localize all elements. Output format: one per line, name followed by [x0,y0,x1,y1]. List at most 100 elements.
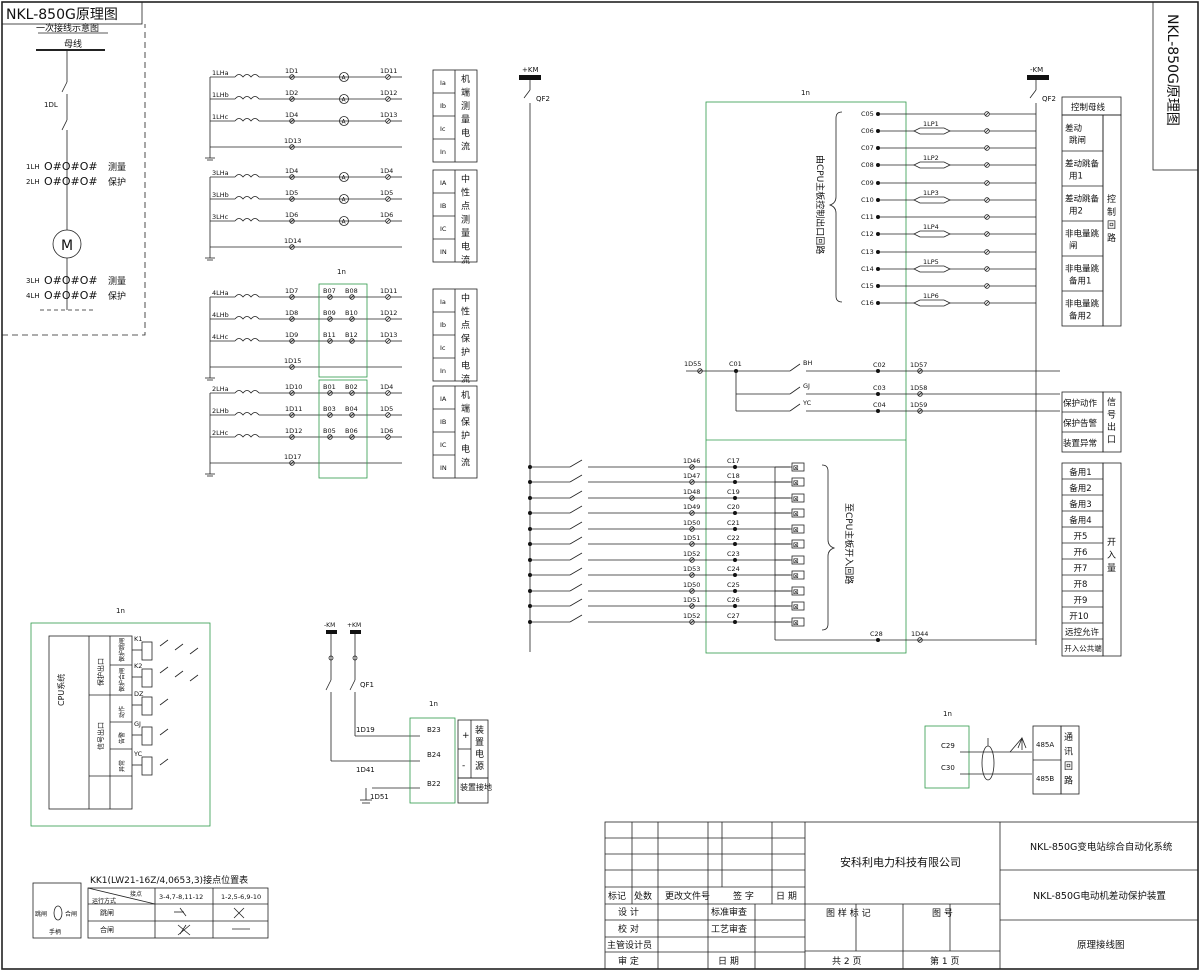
cpu-item-action: 动作 [118,706,126,718]
control-item: 跳闸 [1069,135,1086,146]
output-terminal: C11 [861,213,874,221]
ct-out: 1D6 [380,211,393,219]
terminal-slash [985,163,989,167]
ct-out: 1D5 [380,405,393,413]
device-power: -KM +KM QF1 1D19 1D41 1D51 1n B23 B24 B2… [324,622,492,804]
control-item: 差动跳备 [1065,194,1100,205]
comm-label-char: 讯 [1064,747,1073,758]
power-label-char: 装 [475,724,484,736]
terminal-slash [985,198,989,202]
kk-row-close: 合闸 [100,925,114,934]
input-contact [569,459,583,468]
terminal-slash [918,409,922,413]
ammeter-glyph: A [342,75,347,82]
module-pin: B08 [345,287,358,295]
ct-terminal: 1D1 [285,67,298,75]
ct-role-measure-top: 测量 [108,162,126,173]
input-group-frame [1102,462,1122,657]
input-group-char: 开 [1107,537,1116,548]
breaker-label: 1DL [44,101,58,109]
terminal-slash [985,267,989,271]
ct-input: 4LHa [212,289,229,297]
output-node [876,181,880,185]
plate-label: 1LP6 [923,292,939,300]
optocoupler-glyph: ⊠ [793,526,799,534]
ct-out: 1D13 [380,331,397,339]
optocoupler-glyph: ⊠ [793,541,799,549]
signal-group-char: 出 [1107,421,1116,433]
cpu-item-alarm: 告警 [118,732,126,744]
terminal-slash [985,232,989,236]
terminal-slash [386,219,390,223]
current-channel: Ic [440,125,446,133]
optocoupler-glyph: ⊠ [793,619,799,627]
relay-contact [189,674,199,682]
input-group: 开入量 [1107,537,1116,574]
ct-input: 3LHa [212,169,229,177]
input-group-char: 入 [1107,550,1116,561]
terminal-slash [985,284,989,288]
module-b-upper [318,283,368,378]
input-node [733,527,737,531]
cpu-relay-label: K2 [134,662,142,670]
ct-terminal: 1D9 [285,331,298,339]
input-contact [569,598,583,607]
input-terminal: 1D49 [683,503,700,511]
terminal-slash [328,295,332,299]
input-terminal: 1D46 [683,457,700,465]
output-node [876,146,880,150]
title-block: 安科利电力科技有限公司 NKL-850G变电站综合自动化系统 NKL-850G电… [604,821,1199,970]
ct-coil [234,412,260,416]
ammeter-glyph: A [342,197,347,204]
signal-terminal: C03 [873,384,886,392]
input-item: 开6 [1074,548,1088,558]
terminal-slash [386,339,390,343]
control-group-frame [1102,114,1122,327]
motor-label: M [61,238,73,254]
output-terminal: C05 [861,110,874,118]
comm-pin-1: C29 [941,742,955,750]
terminal-slash [690,573,694,577]
power-label-char: 电 [475,748,484,760]
signal-common: C01 [729,360,742,368]
ct-role-protect-top: 保护 [108,176,126,188]
terminal-slash [386,75,390,79]
terminal-slash [985,250,989,254]
terminal-symbol [327,390,333,396]
current-table-label-char: 机 [461,389,470,401]
input-group-char: 量 [1107,563,1116,574]
signal-group-char: 口 [1107,436,1116,446]
terminal-symbol [689,572,695,578]
review-date: 日 期 [718,956,739,967]
terminal-slash [290,145,294,149]
relay-coil [141,756,153,776]
control-item: 用1 [1069,172,1083,182]
terminal-slash [386,435,390,439]
power-term-1: 1D19 [356,726,375,734]
sheet-mark: 图 样 标 记 [826,907,871,919]
current-table-label-char: 护 [461,430,470,442]
current-table-label-char: 流 [461,254,470,266]
role-approve: 审 定 [618,955,639,967]
output-terminal: C07 [861,144,874,152]
review-standard: 标准审查 [711,906,747,918]
signal-contact [789,363,801,372]
optocoupler-glyph: ⊠ [793,557,799,565]
output-terminal: C06 [861,127,874,135]
terminal-slash [290,461,294,465]
terminal-slash [690,558,694,562]
current-table-label-char: 端 [461,87,470,99]
terminal-slash [386,317,390,321]
signal-contact-label: YC [802,399,812,407]
terminal-symbol [289,434,295,440]
terminal-symbol [289,294,295,300]
power-pin-3: B22 [427,780,441,788]
ct-coil [234,74,260,78]
module-pin: B01 [323,383,336,391]
cpu-system-label: CPU系统 [56,674,66,706]
current-table-label-char: 性 [461,306,470,318]
input-channel: C25 [727,581,740,589]
